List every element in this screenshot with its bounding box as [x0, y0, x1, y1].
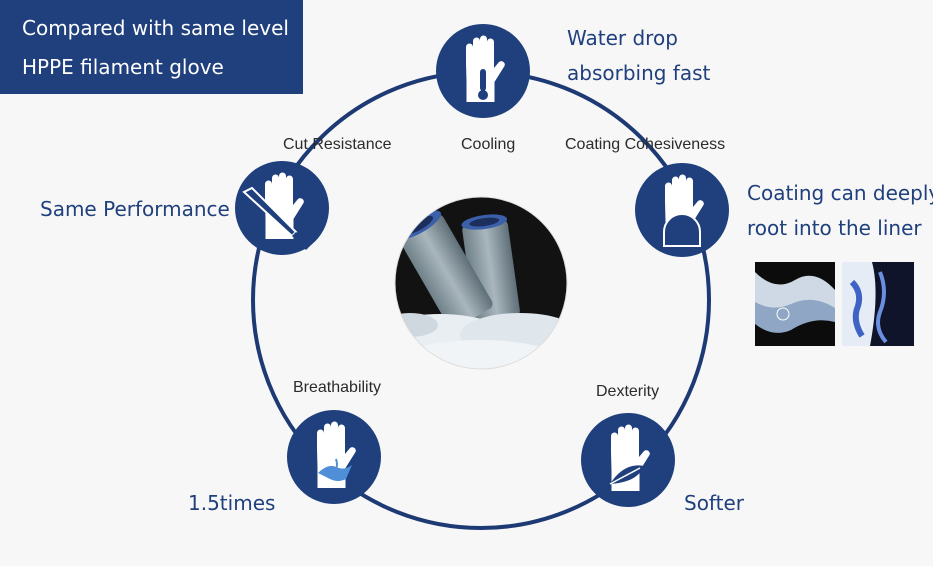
benefit-dexterity: Softer: [684, 491, 744, 515]
feature-label-coating-cohesiveness: Coating Cohesiveness: [565, 136, 726, 153]
microscope-image-right: [842, 262, 914, 346]
water-glove-icon: [287, 410, 381, 504]
benefit-coating-line-2: root into the liner: [747, 216, 922, 240]
thermometer-glove-icon: [436, 24, 530, 118]
knife-glove-icon: [235, 161, 329, 255]
header-box: Compared with same level HPPE filament g…: [0, 0, 303, 94]
header-line-2: HPPE filament glove: [22, 55, 224, 79]
feather-glove-icon: [581, 413, 675, 507]
benefit-cooling-line-2: absorbing fast: [567, 61, 711, 85]
benefit-coating-line-1: Coating can deeply: [747, 181, 933, 205]
feature-label-dexterity: Dexterity: [596, 383, 660, 400]
benefit-breathability: 1.5times: [188, 491, 276, 515]
benefit-cut: Same Performance: [40, 197, 230, 221]
feature-label-breathability: Breathability: [293, 379, 382, 396]
feature-label-cut-resistance: Cut Resistance: [283, 136, 392, 153]
benefit-cooling-line-1: Water drop: [567, 26, 678, 50]
microscope-image-left: [755, 262, 835, 346]
header-line-1: Compared with same level: [22, 16, 289, 40]
feature-label-cooling: Cooling: [461, 136, 516, 153]
coated-glove-icon: [635, 163, 729, 257]
yarn-bobbin-photo: [395, 197, 567, 369]
